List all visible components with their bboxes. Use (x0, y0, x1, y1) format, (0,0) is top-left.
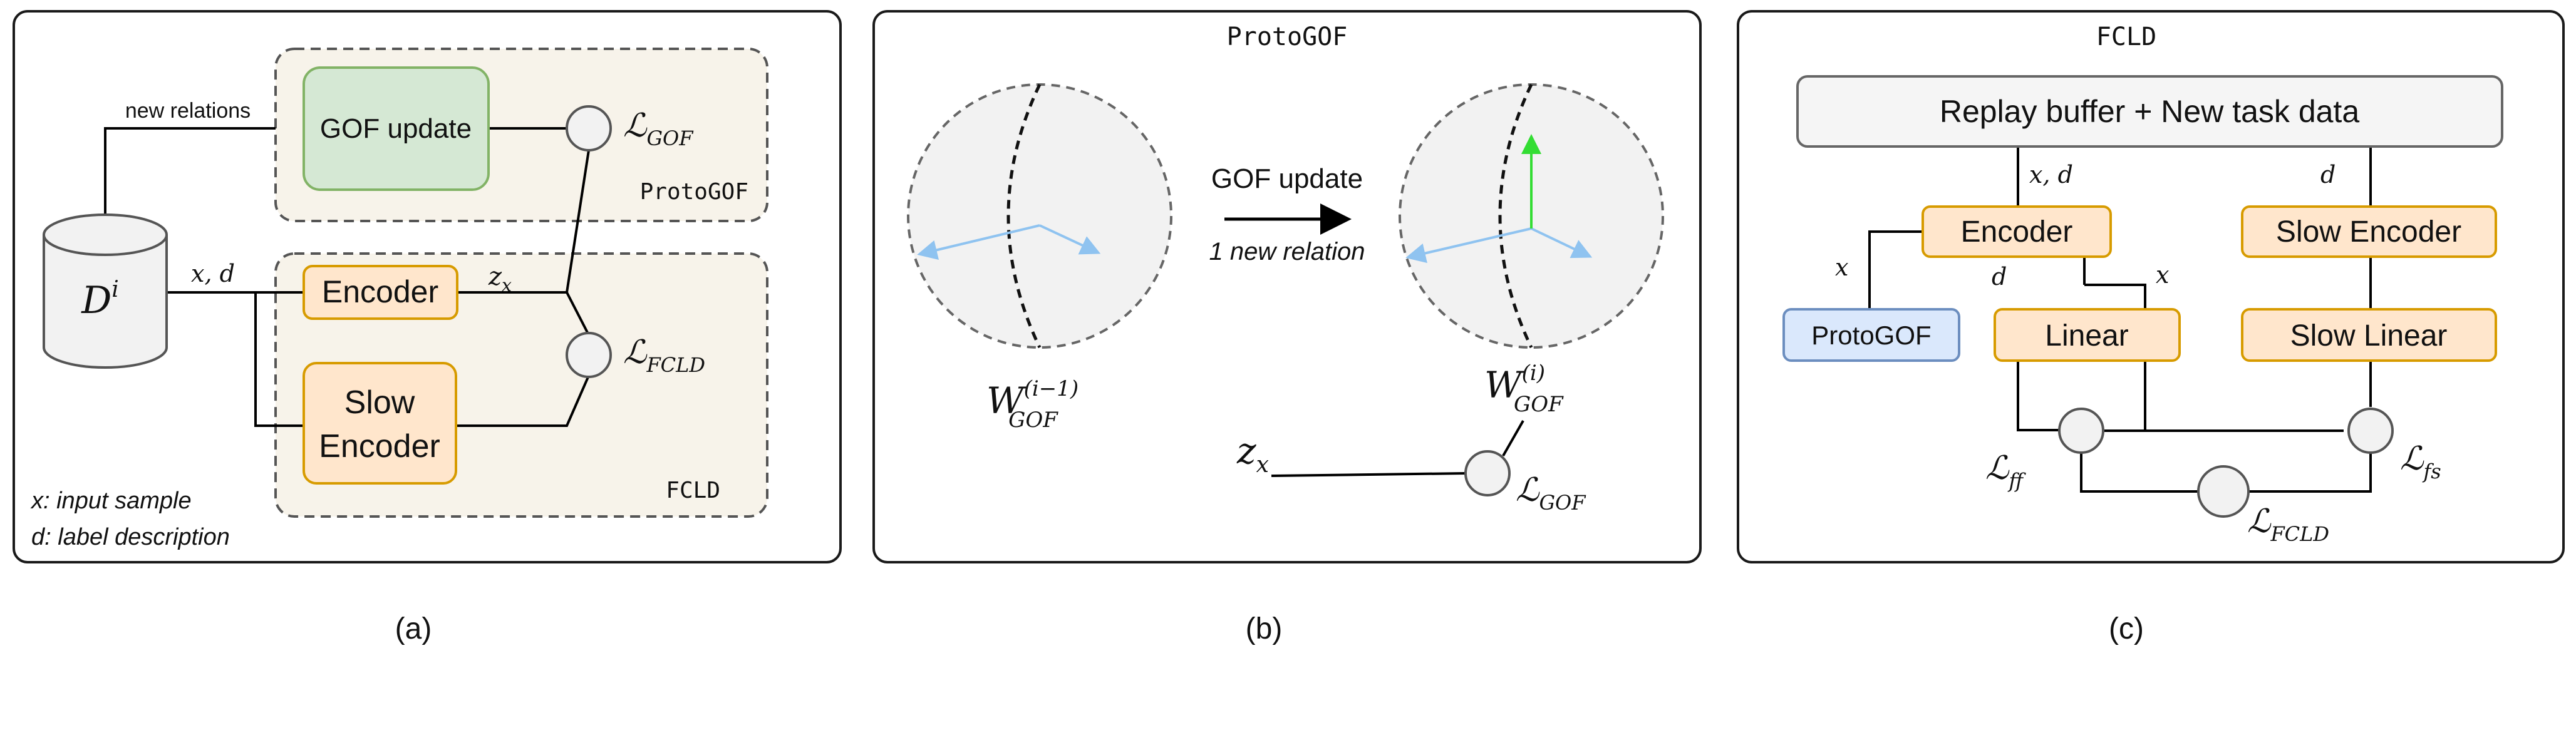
legend-d: d: label description (31, 524, 230, 550)
w-prev-label: W(i−1)GOF (986, 376, 1079, 433)
dataset-cylinder: Di (43, 213, 168, 369)
encoder-to-loss-fcld-line (566, 292, 590, 336)
w-to-loss-line (1502, 420, 1524, 456)
w-curr-label: W(i)GOF (1484, 361, 1564, 417)
loss-fcld-label-c: ℒFCLD (2247, 503, 2329, 546)
sphere-prev (907, 83, 1172, 349)
loss-fs-label: ℒfs (2400, 440, 2441, 483)
encoder-to-protogof-line (1868, 230, 1923, 309)
slow-encoder-label-line2: Encoder (319, 428, 440, 465)
replay-buffer-box (1796, 75, 2503, 148)
loss-fs-node (2347, 408, 2394, 454)
encoder-label: Encoder (322, 274, 438, 309)
encoder-box (303, 265, 458, 320)
new-relation-caption: 1 new relation (1209, 238, 1365, 265)
sphere-curr (1399, 83, 1664, 349)
protogof-label-c: ProtoGOF (1811, 321, 1931, 350)
zx-line (1271, 472, 1466, 477)
dataset-symbol: Di (81, 277, 119, 322)
encoder-label-c: Encoder (1961, 215, 2073, 249)
gof-update-box (303, 66, 490, 191)
linear-to-loss-ff-line (2017, 361, 2059, 431)
slow-to-loss-fcld-line (456, 375, 590, 427)
gof-update-caption: GOF update (1211, 163, 1363, 194)
panel-b-title: ProtoGOF (1227, 23, 1348, 51)
slow-encoder-label-c: Slow Encoder (2276, 215, 2461, 249)
loss-gof-label: ℒGOF (623, 107, 694, 150)
encoder-x-to-linear-line (2084, 284, 2146, 313)
linear-label: Linear (2045, 319, 2128, 352)
loss-fs-to-total-line (2248, 453, 2372, 493)
panel-c-title: FCLD (2096, 23, 2156, 51)
panel-b: ProtoGOF W(i−1)GOF GOF update 1 new rela… (872, 10, 1702, 563)
loss-ff-node (2058, 408, 2104, 454)
fcld-group-label: FCLD (666, 478, 720, 503)
linear-box (1994, 308, 2181, 362)
zx-label-b: zx (1236, 429, 1269, 478)
loss-fcld-node (566, 332, 612, 378)
new-relations-label: new relations (125, 99, 251, 123)
caption-c: (c) (2109, 612, 2144, 645)
caption-a: (a) (395, 612, 432, 645)
loss-gof-node-b (1464, 450, 1511, 496)
loss-gof-label-b: ℒGOF (1516, 471, 1586, 515)
zx-label: zx (488, 262, 512, 296)
new-relations-line (104, 127, 276, 220)
slow-encoder-box-c (2241, 205, 2497, 258)
legend-x: x: input sample (30, 488, 192, 514)
loss-gof-node (566, 105, 612, 152)
x-label-left: x (1835, 254, 1848, 281)
xd-label-c: x, d (2029, 161, 2073, 188)
x-label-mid: x (2156, 261, 2169, 289)
slow-encoder-box (303, 362, 457, 485)
slow-linear-box (2241, 308, 2497, 362)
encoder-box-c (1922, 205, 2112, 258)
protogof-box-c (1782, 308, 1960, 362)
input-to-slow-line (254, 292, 304, 427)
input-xd-label: x, d (191, 260, 235, 287)
panel-a: ProtoGOF FCLD new relations x, d Di GOF … (13, 10, 842, 563)
caption-b: (b) (1246, 612, 1283, 645)
d-label-right: d (2320, 161, 2335, 188)
loss-fcld-label: ℒFCLD (623, 334, 705, 377)
loss-fcld-node-c (2197, 465, 2250, 518)
gof-update-label: GOF update (320, 113, 472, 144)
replay-buffer-label: Replay buffer + New task data (1940, 94, 2359, 129)
slow-encoder-label-line1: Slow (344, 384, 415, 421)
panel-c: FCLD Replay buffer + New task data x, d … (1737, 10, 2565, 563)
loss-ff-to-total-line (2080, 453, 2198, 493)
slow-linear-label: Slow Linear (2290, 319, 2448, 352)
protogof-group-label: ProtoGOF (640, 179, 748, 205)
d-label-mid: d (1992, 263, 2007, 290)
